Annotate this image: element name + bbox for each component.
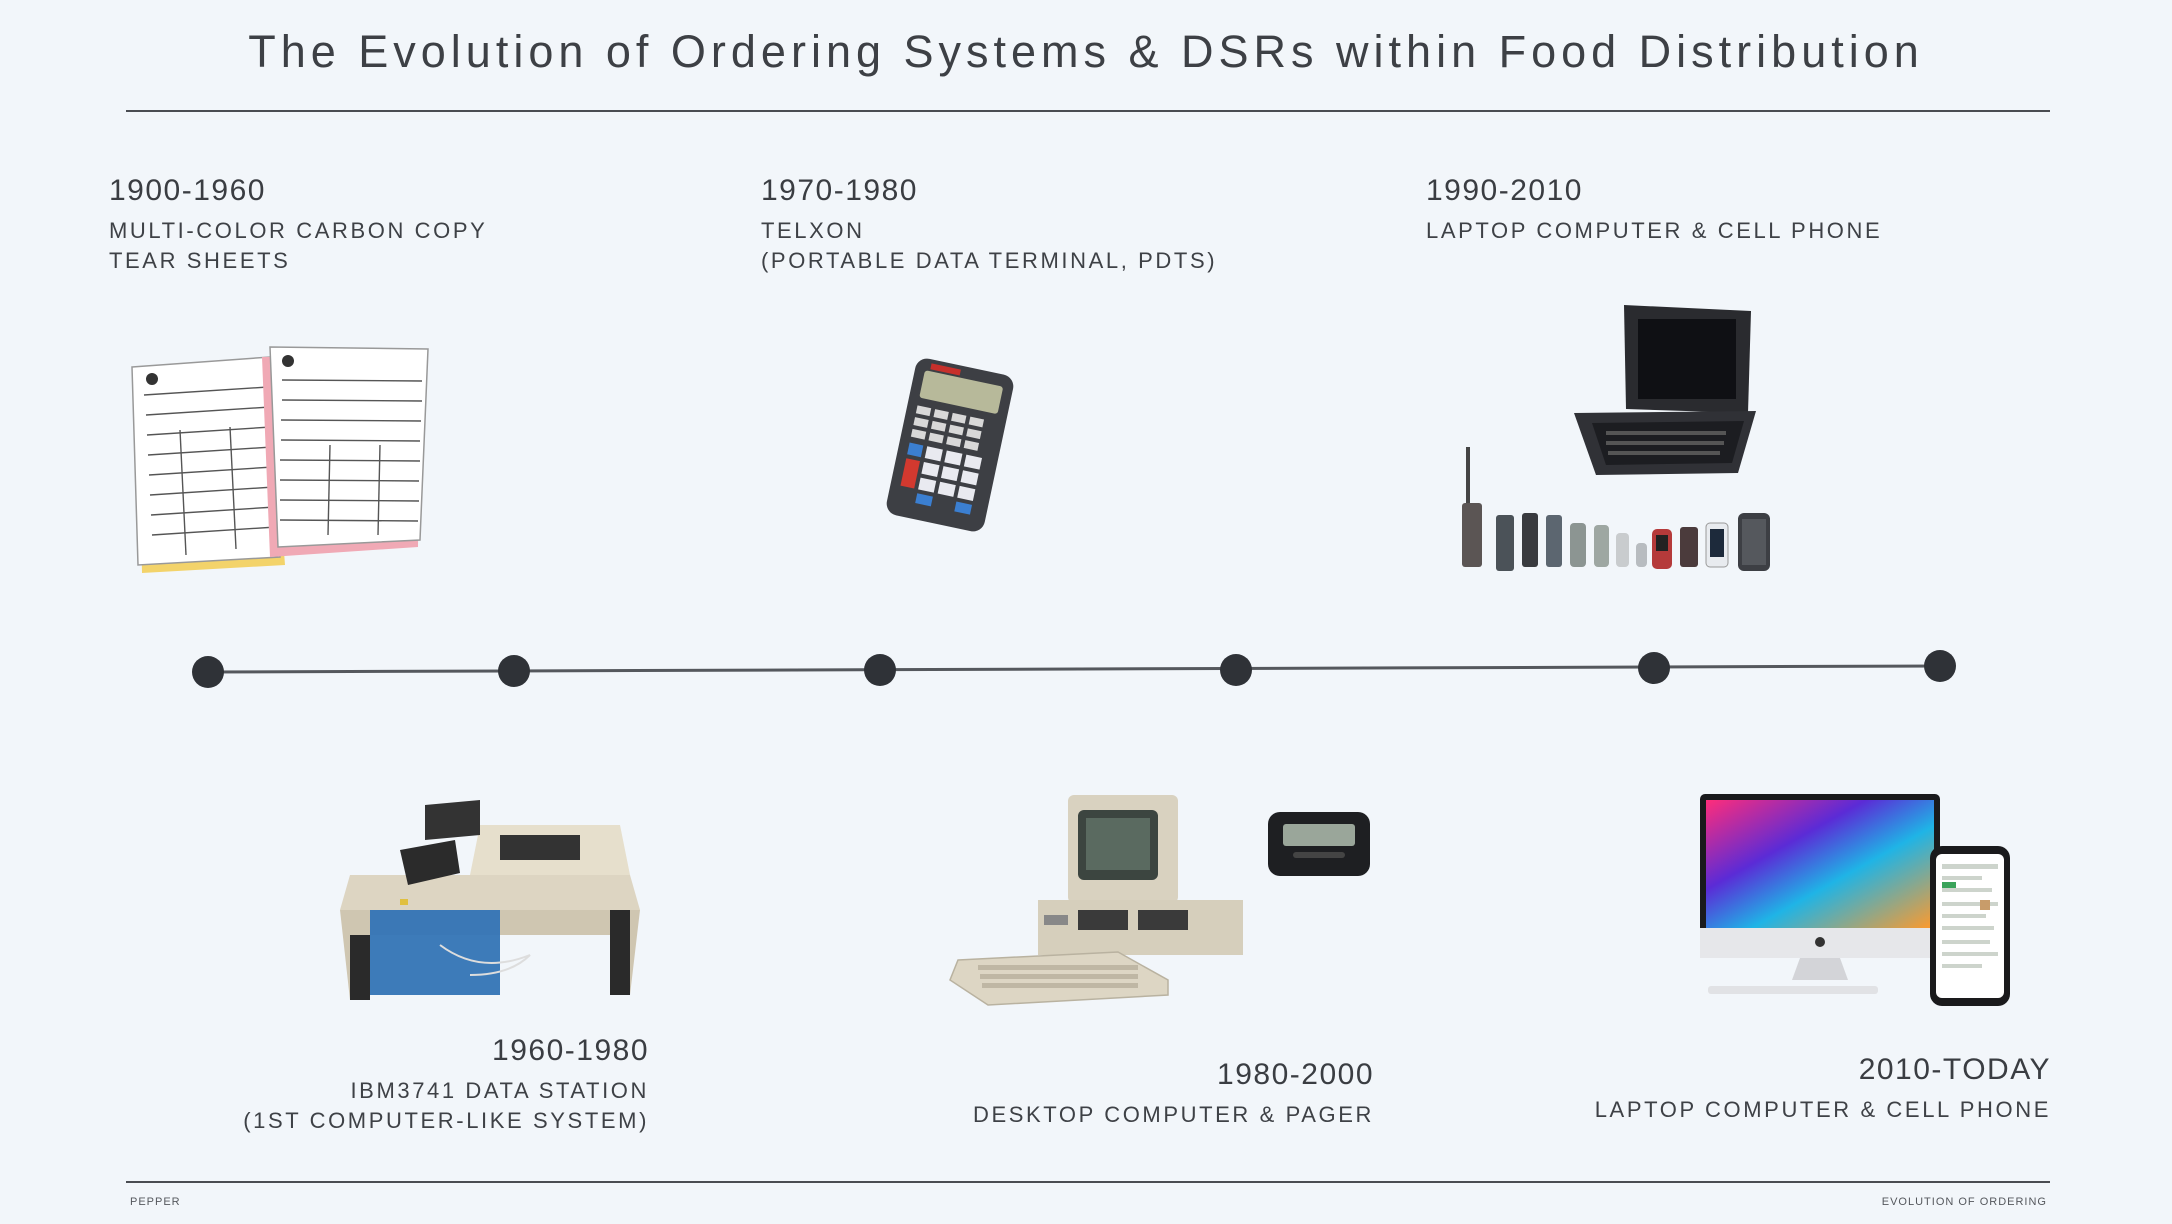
timeline-line [207,664,1941,674]
laptop-and-phones-icon [1462,305,1770,571]
era-desc-line: TELXON [761,218,865,243]
timeline-node [192,656,224,688]
era-years: 1990-2010 [1426,174,1583,207]
imac-and-smartphone-icon [1700,794,2010,1006]
data-station-icon [340,800,640,1000]
era-1990-2010: 1990-2010 LAPTOP COMPUTER & CELL PHONE [1426,174,1882,246]
timeline-node [1638,652,1670,684]
era-desc-line: MULTI-COLOR CARBON COPY [109,218,488,243]
era-desc-line: TEAR SHEETS [109,248,291,273]
era-desc-line: (1ST COMPUTER-LIKE SYSTEM) [243,1108,649,1133]
title-divider [126,110,2050,112]
desktop-and-pager-icon [949,795,1370,1006]
era-years: 1970-1980 [761,174,918,207]
timeline-node [864,654,896,686]
era-years: 1980-2000 [1217,1058,1374,1091]
page-title: The Evolution of Ordering Systems & DSRs… [248,26,1924,77]
timeline-node [498,655,530,687]
era-years: 2010-TODAY [1858,1053,2051,1086]
era-years: 1900-1960 [109,174,266,207]
timeline-node [1220,654,1252,686]
timeline-node [1924,650,1956,682]
era-2010-today: 2010-TODAY LAPTOP COMPUTER & CELL PHONE [1595,1053,2051,1125]
era-desc-line: LAPTOP COMPUTER & CELL PHONE [1594,1097,2051,1122]
era-1980-2000: 1980-2000 DESKTOP COMPUTER & PAGER [973,1058,1374,1130]
era-1970-1980: 1970-1980 TELXON (PORTABLE DATA TERMINAL… [761,174,1217,276]
era-desc-line: LAPTOP COMPUTER & CELL PHONE [1426,218,1883,243]
carbon-copy-sheets-icon [131,346,429,573]
handheld-terminal-icon [886,358,1014,532]
era-1960-1980: 1960-1980 IBM3741 DATA STATION (1ST COMP… [243,1034,649,1136]
footer-brand: PEPPER [130,1196,181,1208]
era-years: 1960-1980 [492,1034,649,1067]
era-desc-line: IBM3741 DATA STATION [350,1078,649,1103]
era-1900-1960: 1900-1960 MULTI-COLOR CARBON COPY TEAR S… [109,174,487,276]
era-desc-line: DESKTOP COMPUTER & PAGER [972,1102,1374,1127]
era-desc-line: (PORTABLE DATA TERMINAL, PDTS) [761,248,1218,273]
footer-caption: EVOLUTION OF ORDERING [1881,1196,2047,1208]
footer-divider [126,1181,2050,1183]
